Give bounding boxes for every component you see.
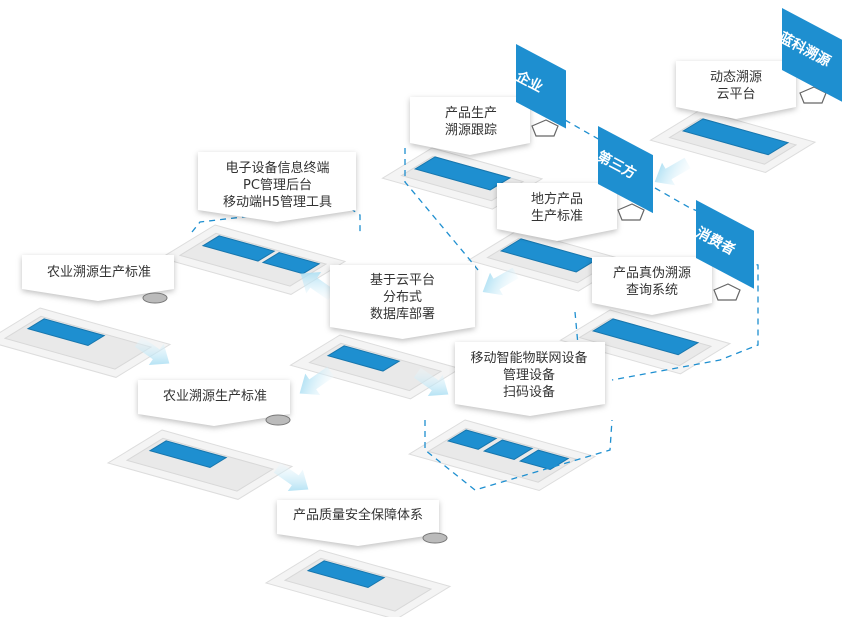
cylinder-icon — [265, 414, 291, 426]
module-label-production-trace: 产品生产 溯源跟踪 — [412, 105, 530, 139]
role-flag-bg-third-party — [598, 126, 653, 214]
module-line: PC管理后台 — [243, 178, 312, 193]
dashed-outline-iot-link — [574, 311, 579, 346]
flow-arrow — [413, 367, 449, 396]
flow-arrow — [134, 336, 170, 365]
platform-base — [467, 229, 630, 292]
cylinder-icon — [422, 532, 448, 544]
flow-arrow — [654, 157, 691, 186]
module-card-cloud-platform — [330, 265, 475, 339]
module-line: 农业溯源生产标准 — [46, 265, 151, 280]
module-card-local-standard — [497, 183, 617, 241]
flow-arrow — [482, 267, 519, 296]
platform-slab — [201, 235, 276, 262]
module-card-iot-devices — [455, 342, 605, 416]
module-line: 产品生产 — [444, 106, 497, 121]
arrow-shape — [654, 157, 691, 186]
platform-base — [649, 109, 817, 173]
platform-slab — [26, 318, 106, 347]
module-card-anti-fake-query — [592, 257, 712, 315]
module-card-device-terminal — [198, 152, 356, 222]
module-line: 移动智能物联网设备 — [470, 351, 588, 366]
module-card-quality-system — [277, 500, 439, 546]
module-label-quality-system: 产品质量安全保障体系 — [278, 507, 438, 524]
platform-slab — [326, 345, 401, 372]
platform-base — [0, 307, 172, 378]
token-pentagon-icon — [531, 119, 559, 137]
module-card-dynamic-cloud — [676, 61, 796, 119]
dashed-outline-enterprise — [404, 148, 479, 271]
module-label-iot-devices: 移动智能物联网设备 管理设备 扫码设备 — [455, 350, 603, 401]
module-label-device-terminal: 电子设备信息终端 PC管理后台 移动端H5管理工具 — [200, 160, 355, 211]
module-line: 溯源跟踪 — [444, 123, 497, 138]
platform-slab — [681, 118, 790, 156]
module-card-farm-standard-mid — [138, 380, 290, 426]
module-card-farm-standard-top — [22, 255, 174, 301]
cylinder-icon — [142, 292, 168, 304]
role-flag-bg-consumer — [696, 200, 754, 289]
platform-base — [106, 429, 294, 500]
module-line: 管理设备 — [502, 368, 555, 383]
arrow-shape — [273, 462, 309, 491]
dashed-outline-iot — [424, 419, 613, 491]
flow-arrow — [273, 462, 309, 491]
module-line: 基于云平台 — [369, 273, 435, 288]
module-line: 分布式 — [382, 290, 422, 305]
arrow-shape — [413, 367, 449, 396]
module-label-farm-standard-top: 农业溯源生产标准 — [24, 264, 174, 281]
platform-slab — [482, 439, 534, 460]
flow-arrow — [300, 272, 336, 301]
module-line: 产品真伪溯源 — [612, 266, 691, 281]
platform-slab — [446, 429, 498, 450]
module-line: 生产标准 — [530, 209, 583, 224]
arrow-shape — [134, 336, 170, 365]
flow-arrow — [299, 366, 335, 395]
role-flag-bg-enterprise — [516, 44, 566, 129]
platform-slab — [499, 238, 598, 273]
platform-slab — [148, 440, 228, 469]
module-line: 查询系统 — [625, 283, 678, 298]
platform-slab — [306, 560, 386, 589]
platform-slab — [413, 156, 512, 191]
module-label-local-standard: 地方产品 生产标准 — [498, 191, 616, 225]
module-card-production-trace — [410, 97, 530, 155]
platform-base — [264, 549, 452, 620]
platform-base — [289, 334, 462, 400]
module-line: 数据库部署 — [369, 307, 435, 322]
arrow-shape — [300, 272, 336, 301]
module-line: 电子设备信息终端 — [225, 161, 330, 176]
arrow-shape — [299, 366, 335, 395]
platform-base — [559, 309, 732, 375]
module-line: 动态溯源 — [709, 70, 762, 85]
module-line: 扫码设备 — [502, 385, 555, 400]
dashed-outline-third-party — [654, 187, 701, 213]
module-line: 地方产品 — [530, 192, 583, 207]
token-pentagon-icon — [799, 86, 827, 104]
module-line: 云平台 — [716, 87, 756, 102]
module-label-dynamic-cloud: 动态溯源 云平台 — [677, 69, 795, 103]
module-line: 农业溯源生产标准 — [162, 389, 267, 404]
platform-slab — [518, 449, 570, 471]
token-pentagon-icon — [713, 283, 741, 301]
module-line: 产品质量安全保障体系 — [292, 508, 423, 523]
module-label-cloud-platform: 基于云平台 分布式 数据库部署 — [330, 272, 475, 323]
module-line: 移动端H5管理工具 — [222, 195, 333, 210]
module-label-anti-fake-query: 产品真伪溯源 查询系统 — [593, 265, 711, 299]
platform-slab — [591, 318, 700, 356]
role-flag-bg-lanke — [782, 8, 842, 102]
platform-base — [407, 419, 597, 492]
module-label-farm-standard-mid: 农业溯源生产标准 — [140, 388, 290, 405]
token-pentagon-icon — [617, 203, 645, 221]
platform-base — [159, 224, 347, 295]
arrow-shape — [482, 267, 519, 296]
